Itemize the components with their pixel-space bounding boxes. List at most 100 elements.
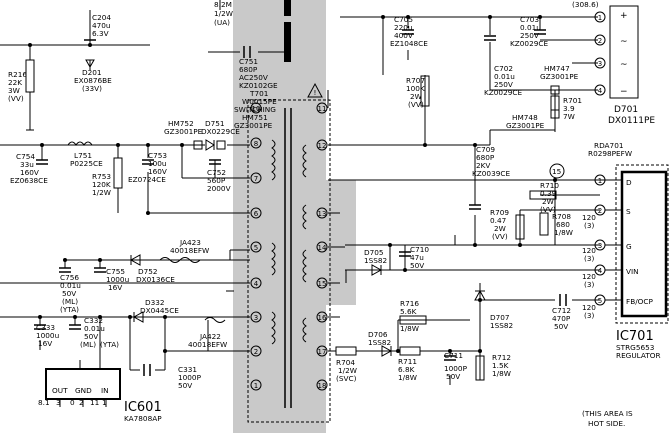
svg-text:50V: 50V bbox=[178, 381, 192, 390]
svg-text:KZ0039CE: KZ0039CE bbox=[472, 169, 510, 178]
tpin-10: 10 bbox=[252, 105, 261, 113]
svg-text:(3): (3) bbox=[584, 280, 594, 289]
label-d706: D706 bbox=[368, 330, 388, 339]
svg-text:KZ0102GE: KZ0102GE bbox=[239, 81, 278, 90]
warning-icon: ! bbox=[307, 82, 323, 98]
label-top-ua: (UA) bbox=[214, 18, 230, 27]
svg-text:(VV): (VV) bbox=[492, 232, 508, 241]
label-c333: C333 bbox=[36, 323, 55, 332]
svg-text:680P: 680P bbox=[476, 153, 495, 162]
svg-text:1000P: 1000P bbox=[178, 373, 202, 382]
diode-d751 bbox=[205, 139, 215, 151]
svg-text:1.5K: 1.5K bbox=[492, 361, 509, 370]
svg-text:1SS82: 1SS82 bbox=[490, 321, 513, 330]
wiring bbox=[0, 0, 610, 385]
svg-text:2W: 2W bbox=[542, 197, 554, 206]
svg-text:REGULATOR: REGULATOR bbox=[616, 351, 661, 360]
ic701-pin-vin: VIN bbox=[626, 267, 639, 276]
jumper-ja422 bbox=[204, 317, 226, 323]
jumper-ja423 bbox=[159, 257, 201, 263]
resistor-r216 bbox=[25, 59, 35, 93]
svg-text:(3): (3) bbox=[584, 311, 594, 320]
label-r709: R709 bbox=[490, 208, 509, 217]
label-c752: C752 bbox=[207, 168, 226, 177]
svg-text:DX0229CE: DX0229CE bbox=[201, 127, 240, 136]
ic701-pin-d: D bbox=[626, 178, 632, 187]
diode-d752 bbox=[129, 254, 141, 266]
ic701-pin5-num: 5 bbox=[598, 297, 602, 305]
svg-text:2000V: 2000V bbox=[207, 184, 231, 193]
label-d332: D332 bbox=[145, 298, 165, 307]
svg-text:220u: 220u bbox=[394, 23, 413, 32]
label-d707: D707 bbox=[490, 313, 510, 322]
diode-d332 bbox=[132, 311, 144, 323]
ic701-pin4-num: 4 bbox=[598, 267, 603, 275]
resistor-r707 bbox=[420, 75, 430, 107]
svg-text:DX0136CE: DX0136CE bbox=[136, 275, 175, 284]
label-ja423: JA423 bbox=[179, 238, 201, 247]
label-c709: C709 bbox=[476, 145, 495, 154]
svg-text:160V: 160V bbox=[148, 167, 167, 176]
tpin-7: 7 bbox=[254, 175, 258, 183]
svg-text:100u: 100u bbox=[148, 159, 167, 168]
svg-text:−: − bbox=[620, 87, 628, 97]
svg-text:50V: 50V bbox=[62, 289, 76, 298]
svg-text:0: 0 bbox=[70, 398, 75, 407]
label-hm751: HM751 bbox=[242, 113, 268, 122]
label-c332: C332 bbox=[84, 316, 103, 325]
label-c711: C711 bbox=[444, 351, 463, 360]
svg-text:2W: 2W bbox=[494, 224, 506, 233]
label-hm747: HM747 bbox=[544, 64, 570, 73]
svg-text:2: 2 bbox=[598, 37, 602, 45]
resistor-r711 bbox=[399, 346, 421, 356]
label-c331: C331 bbox=[178, 365, 197, 374]
label-c710: C710 bbox=[410, 245, 429, 254]
svg-text:470P: 470P bbox=[552, 314, 571, 323]
svg-text:100K: 100K bbox=[406, 84, 425, 93]
svg-text:50V: 50V bbox=[410, 261, 424, 270]
svg-text:AC250V: AC250V bbox=[239, 73, 268, 82]
ic701-pin2-num: 2 bbox=[598, 207, 602, 215]
label-c703: C703 bbox=[520, 15, 539, 24]
svg-text:0.01u: 0.01u bbox=[84, 324, 105, 333]
svg-text:GZ3001PE: GZ3001PE bbox=[234, 121, 273, 130]
svg-text:680P: 680P bbox=[239, 65, 258, 74]
svg-text:2W: 2W bbox=[410, 92, 422, 101]
svg-text:22K: 22K bbox=[8, 78, 22, 87]
label-c756: C756 bbox=[60, 273, 79, 282]
svg-text:120K: 120K bbox=[92, 180, 111, 189]
svg-text:6.3V: 6.3V bbox=[92, 29, 109, 38]
tpin-13: 13 bbox=[318, 210, 327, 218]
test-point-15 bbox=[549, 163, 565, 179]
svg-text:1: 1 bbox=[102, 398, 107, 407]
hot-side-note-2: HOT SIDE. bbox=[588, 419, 625, 428]
label-top-3086: (308.6) bbox=[572, 0, 599, 9]
ic701-mark-120: 120 bbox=[582, 213, 596, 222]
resistor-r704 bbox=[335, 346, 357, 356]
svg-text:400V: 400V bbox=[394, 31, 413, 40]
svg-text:!: ! bbox=[314, 88, 317, 97]
label-c705: C705 bbox=[394, 15, 413, 24]
ic701-pin1-num: 1 bbox=[598, 177, 602, 185]
svg-text:1SS82: 1SS82 bbox=[364, 256, 387, 265]
label-c712: C712 bbox=[552, 306, 571, 315]
tpin-2: 2 bbox=[254, 348, 258, 356]
tpin-6: 6 bbox=[254, 210, 259, 218]
label-d705: D705 bbox=[364, 248, 384, 257]
svg-text:680: 680 bbox=[556, 220, 570, 229]
svg-text:(ML): (ML) bbox=[62, 297, 78, 306]
svg-text:1: 1 bbox=[598, 14, 602, 22]
ic601-pin-in: IN bbox=[101, 386, 109, 395]
svg-text:(YTA): (YTA) bbox=[100, 340, 119, 349]
resistor-r710 bbox=[529, 190, 557, 200]
label-d701: D701 bbox=[614, 105, 638, 115]
svg-text:(33V): (33V) bbox=[82, 84, 102, 93]
tpin-5: 5 bbox=[254, 244, 258, 252]
svg-text:W0015PE: W0015PE bbox=[242, 97, 277, 106]
svg-text:~: ~ bbox=[620, 60, 628, 70]
label-ic601: IC601 bbox=[124, 400, 162, 415]
svg-text:1/8W: 1/8W bbox=[398, 373, 417, 382]
svg-text:0.01u: 0.01u bbox=[520, 23, 541, 32]
svg-text:1/8W: 1/8W bbox=[554, 228, 573, 237]
